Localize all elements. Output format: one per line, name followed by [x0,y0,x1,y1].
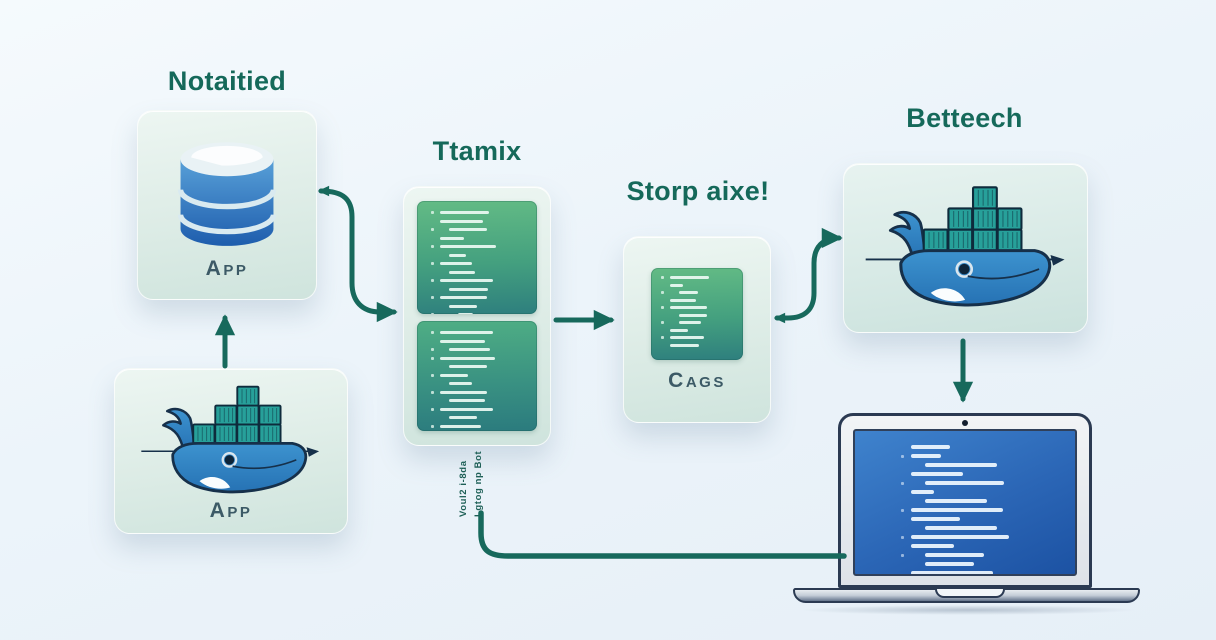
code-line [431,245,525,248]
code-line [431,416,525,420]
code-line [431,356,525,360]
code-line [431,219,525,223]
code-line [431,424,525,428]
code-line [661,291,734,294]
docker-whale-icon [133,382,329,500]
code-line [431,236,525,240]
cags-card: Cags [623,236,771,423]
laptop-icon [793,408,1145,618]
database-card: App [137,110,317,300]
whale-app-caption: App [209,498,253,522]
db-card-caption: App [205,256,249,280]
code-line [661,276,734,279]
code-line [431,296,525,299]
code-card [403,186,551,446]
code-line [431,211,525,214]
title-code-card: Ttamix [432,136,522,166]
whale-card [843,163,1088,333]
code-line [661,283,734,287]
code-panel-bottom [417,321,537,431]
code-line [661,321,734,324]
code-line [901,481,1065,485]
title-whale-card: Betteech [906,103,1023,133]
code-line [901,454,1065,458]
code-line [431,365,525,369]
code-panel-top [417,201,537,315]
laptop-shadow [799,605,1137,615]
rotated-note-line-2: Lgtog np Bot [473,450,484,517]
code-line [431,262,525,265]
code-line [901,535,1065,539]
code-line [901,463,1065,467]
code-line [431,373,525,377]
laptop-base-notch [935,589,1005,598]
code-line [431,287,525,291]
code-line [661,313,734,317]
code-line [431,270,525,274]
arrow-cags-to-whale [773,227,843,324]
whale-app-card: App [114,368,348,534]
code-line [431,348,525,352]
code-line [661,336,734,339]
rotated-note-line-1: Voul2 i-8da [458,460,469,517]
rotated-note: Voul2 i-8da Lgtog np Bot [458,443,484,517]
code-line [901,553,1065,557]
code-line [901,472,1065,476]
code-line [431,313,525,315]
arrow-db-to-code [317,185,398,323]
code-line [901,445,1065,449]
laptop-base [793,588,1140,603]
code-line [431,228,525,231]
code-line [661,343,734,347]
code-line [661,328,734,332]
webcam-dot-icon [962,420,968,426]
code-line [431,304,525,308]
code-line [431,339,525,343]
code-line [901,526,1065,530]
code-line [901,517,1065,521]
connector-code-to-laptop [478,510,847,559]
code-line [661,306,734,309]
code-line [901,490,1065,494]
code-line [901,508,1065,512]
code-line [431,399,525,403]
code-line [661,298,734,302]
code-line [431,253,525,257]
code-line [901,544,1065,548]
title-db-card: Notaitied [167,66,287,96]
code-line [901,562,1065,566]
code-line [431,382,525,386]
code-line [431,279,525,282]
code-line [431,407,525,411]
cags-caption: Cags [668,369,726,392]
code-line [901,571,1065,574]
database-icon [177,141,277,246]
title-cags-card: Storp aixe! [626,176,770,206]
code-line [901,499,1065,503]
code-line [431,390,525,394]
laptop-code-screen [853,429,1077,576]
laptop-screen [838,413,1092,588]
code-line [431,331,525,335]
cags-code-panel [651,268,743,360]
docker-whale-icon [858,182,1074,314]
